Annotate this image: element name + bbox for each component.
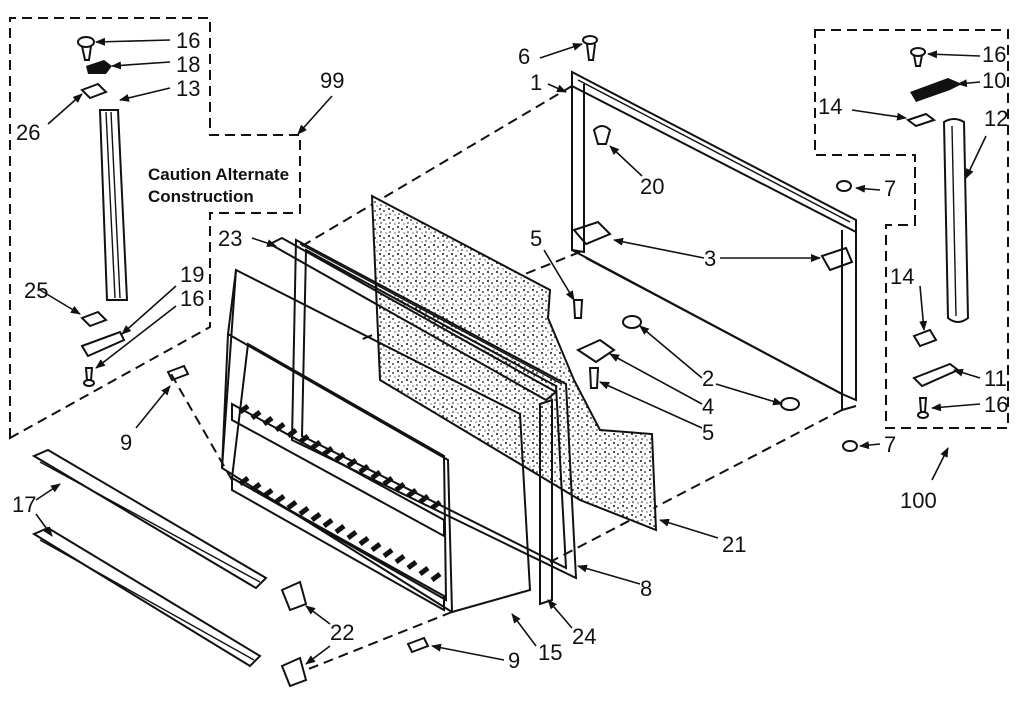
part-17-shelf-bar-upper [31,448,268,590]
label-16-top-right: 16 [982,42,1006,67]
label-8: 8 [640,576,652,601]
label-13: 13 [176,76,200,101]
label-5-lower: 5 [702,420,714,445]
part-3-bracket-right [820,246,854,272]
part-26-spacer [80,82,108,100]
part-13-hinge-stile-left [98,109,129,301]
label-16-bottom-right: 16 [984,392,1008,417]
part-11-bottom-hinge [912,362,960,388]
label-9-lower: 9 [508,648,520,673]
part-15-door-liner [220,268,532,614]
part-19-hinge-bottom-left [80,330,126,358]
part-3-bracket-left [572,220,612,246]
label-2-upper: 2 [702,366,714,391]
part-9-screw-lower [406,636,430,654]
label-26: 26 [16,120,40,145]
part-9-screw-upper [166,364,190,382]
label-4: 4 [702,394,714,419]
part-4-hinge-bracket [575,338,616,364]
label-6: 6 [518,44,530,69]
alternate-construction-box-left [9,17,301,440]
part-2-bumper-lower [780,397,800,411]
label-11: 11 [984,366,1007,391]
label-18: 18 [176,52,200,77]
part-22-end-cap-upper [280,580,308,612]
part-18-bushing [86,60,112,74]
label-7-top: 7 [884,176,896,201]
alignment-line-1 [301,85,573,247]
part-16-screw-top-left [77,36,95,61]
part-10-top-hinge [910,78,962,102]
label-24: 24 [572,624,596,649]
label-3: 3 [704,246,716,271]
label-100: 100 [900,488,937,513]
label-17: 17 [12,492,36,517]
label-25: 25 [24,278,48,303]
label-22: 22 [330,620,354,645]
label-99: 99 [320,68,344,93]
part-7-plug-bottom [842,440,858,452]
part-8-door-panel [290,238,578,580]
label-1: 1 [530,70,542,95]
label-14-top: 14 [818,94,842,119]
caption-line-2: Construction [148,187,254,206]
alignment-line-5 [305,611,453,671]
part-17-shelf-bar-lower [31,526,262,668]
part-16-screw-top-right [910,47,926,67]
part-5-screw-upper [572,299,584,319]
label-19: 19 [180,262,204,287]
label-15: 15 [538,640,562,665]
label-7-bottom: 7 [884,432,896,457]
label-14-bottom: 14 [890,264,914,289]
part-25-spacer [80,310,108,328]
alignment-line-2 [549,409,843,563]
part-5-screw-lower [588,367,600,389]
label-16-top-left: 16 [176,28,200,53]
part-23-gasket [267,236,558,402]
caption-line-1: Caution Alternate [148,165,289,184]
part-12-hinge-stile-right [942,118,970,323]
part-7-plug-top [836,180,852,192]
part-16-screw-bottom-left [83,367,95,387]
part-14-spacer-bottom [912,328,938,348]
label-12: 12 [984,106,1008,131]
part-14-spacer-top [905,112,937,128]
alternate-construction-box-right [814,29,1009,429]
part-6-screw [582,35,598,61]
part-22-end-cap-lower [280,656,308,688]
label-23: 23 [218,226,242,251]
part-20-plug [592,125,612,145]
label-16-lower-left: 16 [180,286,204,311]
label-21: 21 [722,532,746,557]
part-2-bumper-upper [622,315,642,329]
part-16-screw-bottom-right [917,397,929,419]
label-10: 10 [982,68,1006,93]
label-9-upper: 9 [120,430,132,455]
label-20: 20 [640,174,664,199]
part-1-door-frame [571,70,857,412]
alignment-line-4 [169,371,233,481]
label-5-upper: 5 [530,226,542,251]
